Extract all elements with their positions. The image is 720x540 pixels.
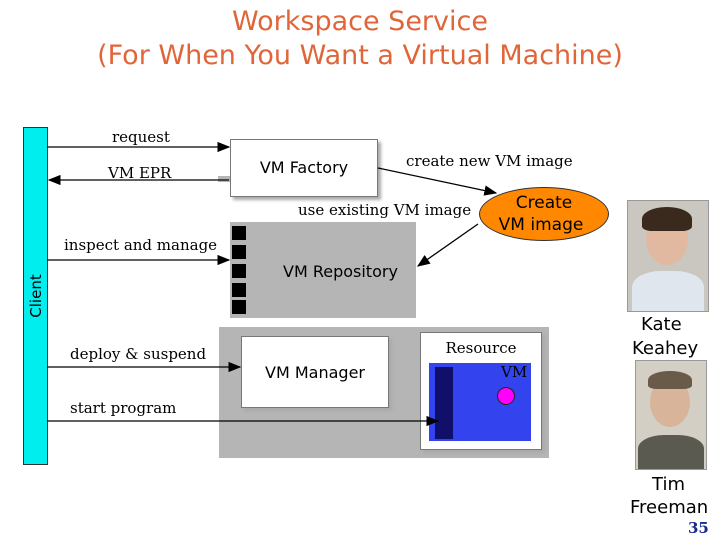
shoulders-shape (638, 435, 704, 469)
hair-shape (642, 207, 692, 231)
create-new-image-label: create new VM image (406, 152, 573, 170)
person2-first-name: Tim (652, 474, 685, 495)
vm-manager-box: VM Manager (241, 336, 389, 408)
repository-panel (230, 222, 416, 318)
inspect-manage-label: inspect and manage (64, 236, 218, 254)
client-bar: Client (23, 127, 48, 465)
vm-label: VM (501, 363, 528, 381)
shoulders-shape (632, 271, 704, 311)
request-label: request (112, 128, 170, 146)
person1-last-name: Keahey (632, 338, 699, 359)
slide-title-line2: (For When You Want a Virtual Machine) (97, 40, 623, 71)
repository-disks (230, 222, 250, 318)
disk-icon (232, 226, 246, 240)
disk-icon (232, 245, 246, 259)
page-number: 35 (688, 519, 709, 537)
create-vm-image-line1: Create (515, 193, 573, 213)
person-photo-kate (627, 200, 709, 312)
disk-icon (232, 283, 246, 297)
vm-dot (497, 387, 515, 405)
create-vm-image-ellipse: Create VM image (479, 187, 609, 241)
create-new-image-arrow (377, 167, 498, 196)
resource-label: Resource (445, 339, 517, 357)
hair-shape (648, 371, 692, 389)
person2-last-name: Freeman (630, 497, 709, 518)
person1-first-name: Kate (641, 314, 682, 335)
vm-factory-label: VM Factory (259, 158, 349, 177)
create-vm-image-line2: VM image (498, 215, 584, 235)
use-existing-image-arrow (416, 223, 479, 267)
vm-manager-label: VM Manager (265, 363, 365, 382)
disk-icon (232, 300, 246, 314)
person-photo-tim (635, 360, 707, 470)
factory-connector (218, 176, 230, 182)
start-program-label: start program (70, 399, 177, 417)
disk-icon (232, 264, 246, 278)
use-existing-image-label: use existing VM image (298, 201, 472, 219)
slide-title-line1: Workspace Service (232, 6, 488, 37)
vm-epr-label: VM EPR (108, 164, 172, 182)
vm-process-bar (435, 367, 453, 439)
resource-panel: VM (429, 363, 531, 441)
deploy-suspend-label: deploy & suspend (70, 345, 207, 363)
resource-box: Resource VM (420, 332, 542, 450)
vm-repository-label: VM Repository (283, 262, 398, 281)
vm-factory-box: VM Factory (230, 139, 378, 197)
